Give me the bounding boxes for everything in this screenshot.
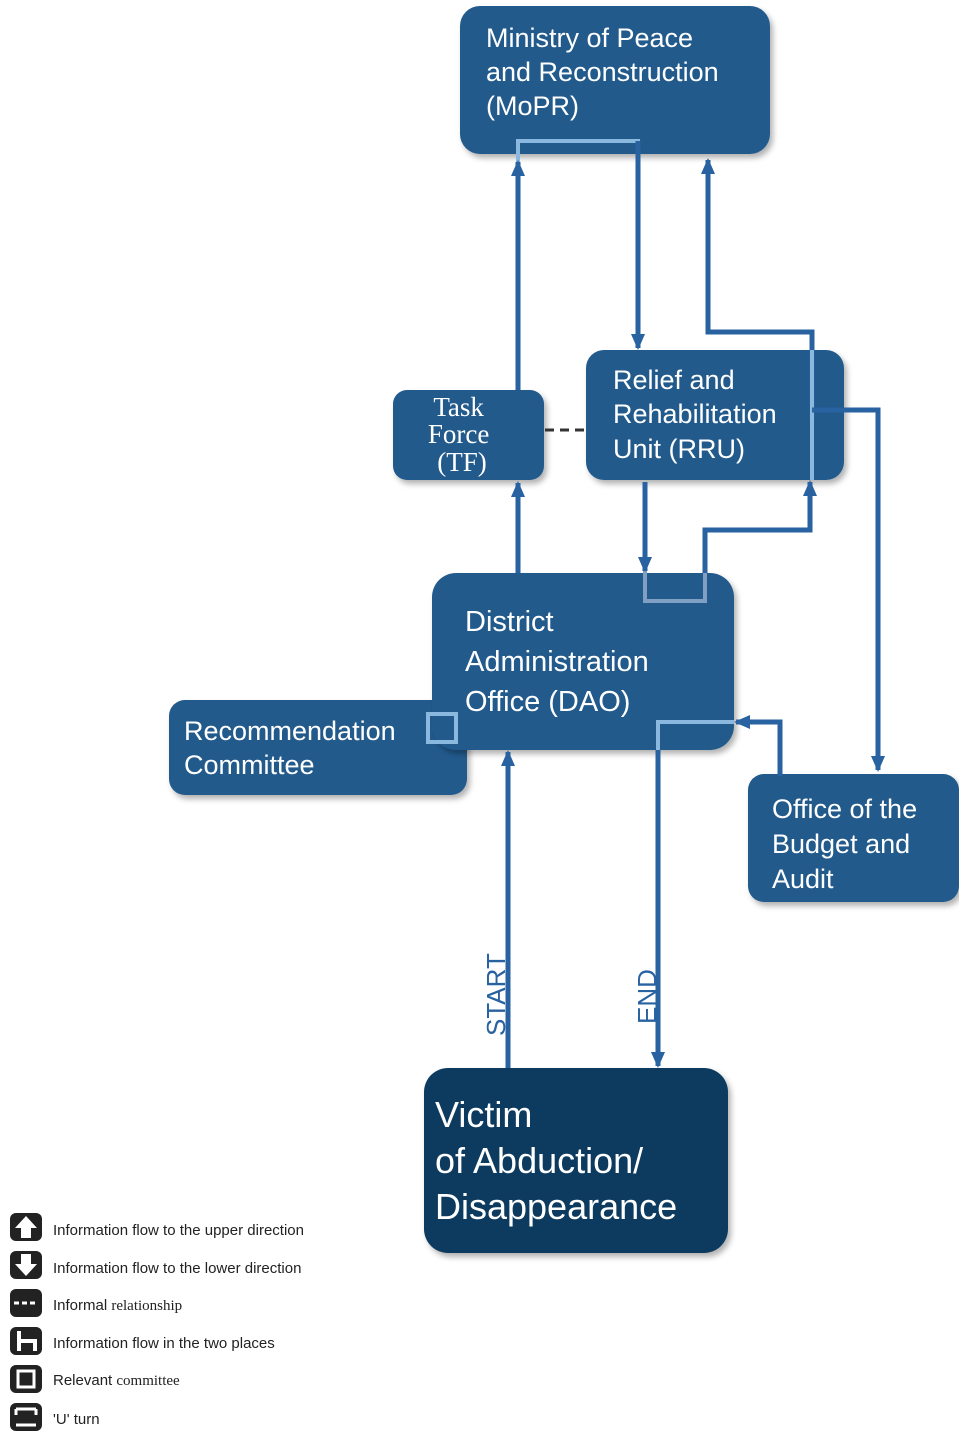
rru-label-line-1: Relief and [613,365,735,395]
start-label: START [481,953,511,1036]
rru-label-line-2: Rehabilitation [613,399,777,429]
dao-label-line-1: District [465,606,554,638]
victim-label-line-2: of Abduction/ [435,1140,643,1181]
svg-text:District Administration: District Administration Office (DAO) [465,606,657,718]
arrow-down-icon [10,1251,42,1279]
budget-audit-box: Office of the Budget and Audit [748,774,959,902]
victim-label-line-3: Disappearance [435,1186,677,1227]
arrow-up-icon [10,1213,42,1241]
oba-label-line-1: Office of the [772,794,917,824]
mopr-label-line-1: Ministry of Peace [486,23,693,53]
svg-text:Relief and Rehabilitatio: Relief and Rehabilitation Unit (RRU) [613,365,784,464]
victim-box: Victim of Abduction/ Disappearance [424,1068,728,1253]
t-junction-icon [10,1327,42,1355]
legend-label-down: Information flow to the lower direction [53,1260,301,1277]
legend-label-informal: Informal relationship [53,1297,182,1314]
svg-text:Office of the Budget and: Office of the Budget and Audit [772,794,925,894]
tf-label-line-2: Force [428,419,489,449]
svg-text:Victim of Abduction/: Victim of Abduction/ Disappearance [435,1094,677,1227]
svg-text:Ministry of Peace and Re: Ministry of Peace and Reconstruction (Mo… [486,23,726,121]
tf-label-line-3: (TF) [437,447,487,477]
dao-label-line-3: Office (DAO) [465,686,630,718]
dao-u-turn-line [643,571,707,603]
mopr-label-line-2: and Reconstruction [486,57,719,87]
victim-label-line-1: Victim [435,1094,532,1135]
dao-end-light-line [656,720,734,760]
rc-label-line-2: Committee [184,750,315,780]
legend-label-up: Information flow to the upper direction [53,1222,304,1239]
square-outline-icon [10,1365,42,1393]
rru-label-line-3: Unit (RRU) [613,434,745,464]
legend-label-u-turn: 'U' turn [53,1411,100,1428]
rru-box: Relief and Rehabilitation Unit (RRU) [586,350,844,480]
dao-box: District Administration Office (DAO) [426,573,734,750]
svg-text:Task Force (TF): Task Force (TF) [428,392,496,477]
recommendation-committee-box: Recommendation Committee [169,700,467,795]
budget-audit-to-dao-arrow [734,715,783,776]
mopr-box: Ministry of Peace and Reconstruction (Mo… [460,6,770,154]
rru-to-budget-audit-arrow [812,407,885,772]
mopr-label-line-3: (MoPR) [486,91,579,121]
u-turn-icon [10,1403,42,1431]
legend-label-committee: Relevant committee [53,1372,180,1389]
oba-label-line-3: Audit [772,864,834,894]
rc-label-line-1: Recommendation [184,716,396,746]
dao-to-rru-arrow [702,480,817,573]
tf-label-line-1: Task [433,392,484,422]
relevant-committee-marker [426,712,458,744]
svg-text:Recommendation Committee: Recommendation Committee [184,716,403,780]
oba-label-line-2: Budget and [772,829,910,859]
dashed-line-icon [10,1289,42,1317]
end-label: END [632,969,662,1024]
legend: Information flow to the upper direction … [10,1213,304,1431]
dao-label-line-2: Administration [465,646,649,678]
task-force-box: Task Force (TF) [393,390,544,480]
legend-label-two-places: Information flow in the two places [53,1335,275,1352]
